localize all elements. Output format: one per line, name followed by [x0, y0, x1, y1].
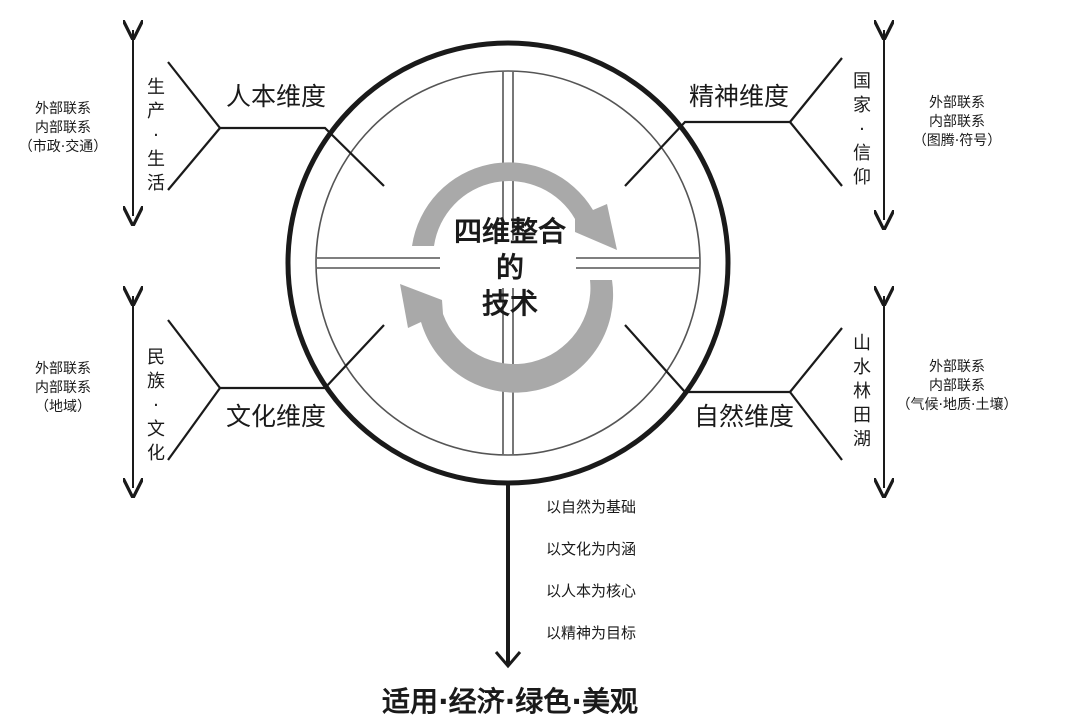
note-human: 外部联系 内部联系 （市政·交通） [0, 100, 138, 157]
principle-human: 以人本为核心 [546, 582, 637, 600]
spokes [220, 120, 790, 394]
note-spirit-line3: （图腾·符号） [912, 133, 1002, 149]
note-nature-line3: （气候·地质·土壤） [896, 397, 1018, 413]
note-human-line2: 内部联系 [35, 120, 91, 136]
vertical-label-spirit: 国家·信仰 [853, 71, 871, 188]
principle-spirit: 以精神为目标 [546, 624, 637, 642]
note-spirit: 外部联系 内部联系 （图腾·符号） [882, 94, 1032, 151]
note-nature-line2: 内部联系 [929, 378, 985, 394]
dimension-human: 人本维度 [226, 82, 327, 111]
note-nature-line1: 外部联系 [929, 359, 985, 375]
down-arrow [494, 484, 522, 669]
dimension-nature: 自然维度 [694, 402, 795, 431]
note-culture-line2: 内部联系 [35, 380, 91, 396]
note-spirit-line1: 外部联系 [929, 95, 985, 111]
note-spirit-line2: 内部联系 [929, 114, 985, 130]
center-title-line2: 的 [495, 251, 524, 284]
note-culture-line1: 外部联系 [35, 361, 91, 377]
vertical-label-culture: 民族·文化 [147, 347, 165, 464]
principle-culture: 以文化为内涵 [546, 540, 637, 558]
note-nature: 外部联系 内部联系 （气候·地质·土壤） [882, 358, 1032, 415]
outer-circle [285, 40, 731, 486]
note-culture-line3: （地域） [35, 399, 91, 415]
cycle-arrows [400, 162, 617, 393]
range-arrows [133, 30, 884, 488]
note-human-line3: （市政·交通） [18, 139, 108, 155]
vertical-label-nature: 山水林田湖 [853, 333, 871, 450]
note-human-line1: 外部联系 [35, 101, 91, 117]
principle-nature: 以自然为基础 [546, 498, 637, 516]
center-title-line3: 技术 [481, 287, 538, 320]
note-culture: 外部联系 内部联系 （地域） [0, 360, 138, 417]
forks [167, 57, 843, 461]
vertical-label-human: 生产·生活 [147, 77, 165, 194]
center-title-line1: 四维整合 [453, 215, 566, 248]
bottom-title: 适用·经济·绿色·美观 [382, 685, 638, 718]
dimension-culture: 文化维度 [226, 402, 327, 431]
center-title: 四维整合 的 技术 [430, 214, 590, 322]
dimension-spirit: 精神维度 [689, 82, 790, 111]
